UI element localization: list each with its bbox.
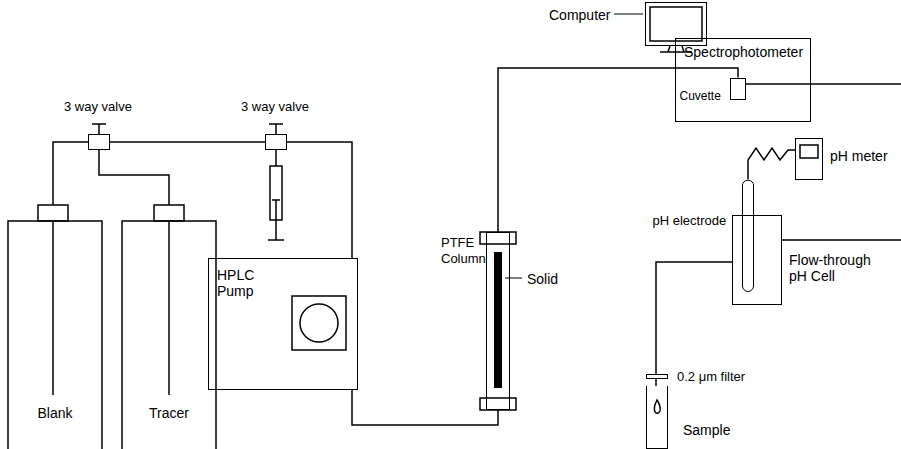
leader-line (505, 278, 522, 279)
bottle-cap (154, 205, 184, 221)
node-label: Spectrophotometer (684, 44, 803, 60)
leader-line (614, 14, 643, 15)
solid-packing (494, 252, 502, 388)
computer-monitor: Computer (645, 2, 707, 46)
hplc-pump: HPLC Pump (208, 258, 358, 390)
node-label: 3 way valve (64, 99, 132, 115)
bottle-cap (38, 205, 68, 221)
filter: 0.2 μm filter (646, 374, 668, 379)
valve-handle (92, 124, 106, 134)
sample-drop (654, 400, 660, 413)
three-way-valve: 3 way valve (265, 134, 287, 150)
syringe-tip (275, 150, 277, 166)
dip-tube (168, 221, 170, 395)
tubing-line (99, 150, 169, 205)
spectrophotometer: SpectrophotometerCuvette (675, 38, 811, 122)
syringe-plunger (268, 200, 284, 240)
ph-electrode: pH electrode (742, 180, 754, 292)
node-label: Solid (527, 271, 558, 287)
node-label: Flow-through pH Cell (789, 252, 881, 284)
valve-handle (269, 124, 283, 134)
pump-head (292, 296, 346, 350)
tubing-line (287, 142, 352, 258)
tracer-bottle: Tracer (122, 205, 216, 449)
node-label: Cuvette (680, 88, 721, 104)
node-label: 0.2 μm filter (677, 369, 745, 385)
tubing-line (110, 141, 265, 143)
meter-display (800, 145, 818, 158)
node-label: Tracer (122, 405, 216, 421)
monitor-screen (650, 7, 702, 41)
tubing-line (656, 262, 732, 374)
cuvette: Cuvette (730, 78, 746, 100)
tubing-line (748, 148, 795, 180)
node-label: pH electrode (653, 213, 727, 229)
node-label: Computer (549, 7, 610, 23)
node-label: pH meter (830, 148, 888, 164)
tubing-line (655, 379, 657, 386)
node-label: Blank (8, 405, 102, 421)
ph-meter: pH meter (795, 138, 823, 180)
node-label: PTFE Column (441, 235, 485, 267)
blank-bottle: Blank (8, 205, 102, 449)
node-label: 3 way valve (241, 99, 309, 115)
pump-rotor (300, 304, 338, 342)
tubing-line (498, 68, 738, 232)
outlet-tube (782, 239, 901, 241)
outlet-tube (746, 83, 901, 85)
sample-tube: Sample (646, 386, 668, 449)
bottle-body (8, 221, 102, 449)
ptfe-column: PTFE ColumnSolid (486, 232, 510, 410)
tubing-line (53, 142, 88, 205)
flow-through-cell: Flow-through pH CellpH electrode (732, 215, 782, 305)
tubing-line (352, 390, 498, 425)
bottle-body (122, 221, 216, 449)
three-way-valve: 3 way valve (88, 134, 110, 150)
node-label: HPLC Pump (217, 267, 265, 299)
node-label: Sample (683, 422, 730, 438)
dip-tube (52, 221, 54, 395)
